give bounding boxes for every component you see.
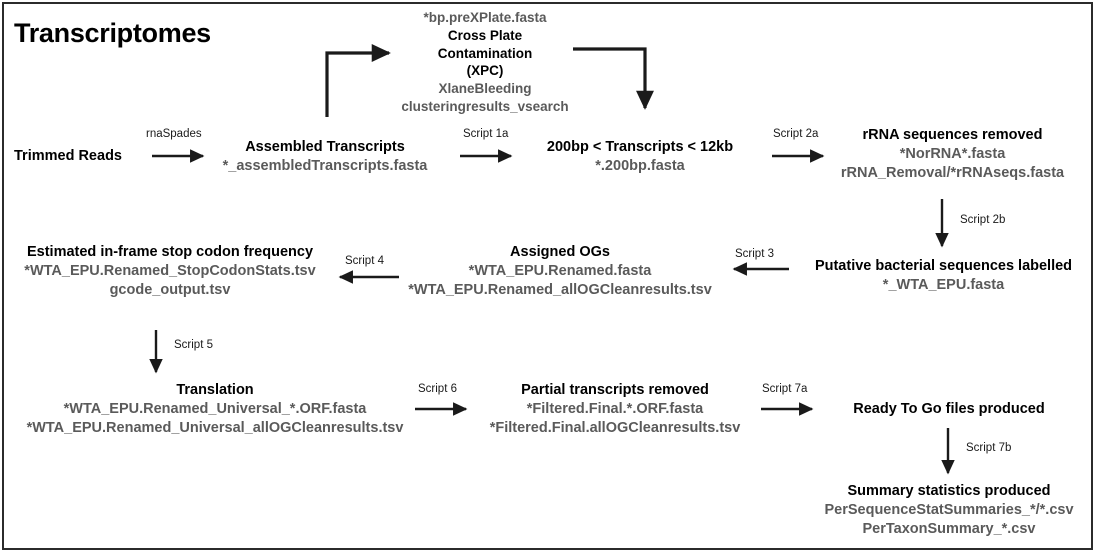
node-assembled-transcripts: Assembled Transcripts *_assembledTranscr… xyxy=(185,138,465,176)
node-heading: Putative bacterial sequences labelled xyxy=(814,258,1073,274)
node-file: *.200bp.fasta xyxy=(595,158,685,175)
node-bacterial-labelled: Putative bacterial sequences labelled *_… xyxy=(796,257,1091,295)
edge-label-script-2a: Script 2a xyxy=(773,128,819,140)
node-file: gcode_output.tsv xyxy=(109,282,231,299)
node-heading: Summary statistics produced xyxy=(847,483,1051,499)
node-heading: Assembled Transcripts xyxy=(245,139,405,155)
node-file: clusteringresults_vsearch xyxy=(401,99,569,115)
node-file: PerSequenceStatSummaries_*/*.csv xyxy=(824,502,1074,519)
node-heading: Ready To Go files produced xyxy=(853,401,1045,417)
edge-label-script-5: Script 5 xyxy=(174,339,213,351)
node-heading-line2: Contamination xyxy=(437,45,533,61)
edge-label-script-7a: Script 7a xyxy=(762,383,808,395)
node-file: *Filtered.Final.allOGCleanresults.tsv xyxy=(489,420,741,437)
node-assigned-ogs: Assigned OGs *WTA_EPU.Renamed.fasta *WTA… xyxy=(400,243,720,300)
node-heading-line1: Cross Plate xyxy=(447,27,523,43)
edge-label-rnaspades: rnaSpades xyxy=(146,128,202,140)
node-stop-codon-frequency: Estimated in-frame stop codon frequency … xyxy=(5,243,335,300)
node-summary-statistics: Summary statistics produced PerSequenceS… xyxy=(800,482,1098,539)
edge-label-script-6: Script 6 xyxy=(418,383,457,395)
node-file: XlaneBleeding xyxy=(438,81,532,97)
node-file: rRNA_Removal/*rRNAseqs.fasta xyxy=(840,165,1065,182)
node-cross-plate-contamination: *bp.preXPlate.fasta Cross Plate Contamin… xyxy=(370,9,600,116)
node-file: *Filtered.Final.*.ORF.fasta xyxy=(526,401,704,418)
edge-label-script-1a: Script 1a xyxy=(463,128,509,140)
node-rrna-removed: rRNA sequences removed *NorRNA*.fasta rR… xyxy=(820,126,1085,183)
node-file: *WTA_EPU.Renamed_allOGCleanresults.tsv xyxy=(408,282,712,299)
edge-label-script-3: Script 3 xyxy=(735,248,774,260)
node-file: *WTA_EPU.Renamed.fasta xyxy=(468,263,652,280)
node-translation: Translation *WTA_EPU.Renamed_Universal_*… xyxy=(0,381,430,438)
node-heading: Assigned OGs xyxy=(510,244,610,260)
node-file: *_assembledTranscripts.fasta xyxy=(222,158,428,175)
node-heading: rRNA sequences removed xyxy=(862,127,1043,143)
node-trimmed-reads: Trimmed Reads xyxy=(0,147,140,166)
node-file: *WTA_EPU.Renamed_StopCodonStats.tsv xyxy=(24,263,316,280)
node-partial-removed: Partial transcripts removed *Filtered.Fi… xyxy=(470,381,760,438)
edge-label-script-2b: Script 2b xyxy=(960,214,1006,226)
node-file: *NorRNA*.fasta xyxy=(899,146,1006,163)
page-title: Transcriptomes xyxy=(14,18,211,48)
node-heading: 200bp < Transcripts < 12kb xyxy=(546,139,734,155)
node-file-top: *bp.preXPlate.fasta xyxy=(423,10,547,25)
edge-label-script-4: Script 4 xyxy=(345,255,384,267)
node-file: *WTA_EPU.Renamed_Universal_allOGCleanres… xyxy=(26,420,404,437)
node-heading: Estimated in-frame stop codon frequency xyxy=(26,244,314,260)
node-size-filter: 200bp < Transcripts < 12kb *.200bp.fasta xyxy=(515,138,765,176)
node-heading-line3: (XPC) xyxy=(466,63,504,79)
node-file: *_WTA_EPU.fasta xyxy=(882,277,1005,294)
node-heading: Translation xyxy=(176,382,254,398)
node-heading: Partial transcripts removed xyxy=(521,382,709,398)
edge-label-script-7b: Script 7b xyxy=(966,442,1012,454)
node-file: PerTaxonSummary_*.csv xyxy=(862,521,1036,538)
diagram-border xyxy=(2,2,1093,550)
node-ready-to-go: Ready To Go files produced xyxy=(820,400,1078,419)
node-heading: Trimmed Reads xyxy=(14,148,122,164)
node-file: *WTA_EPU.Renamed_Universal_*.ORF.fasta xyxy=(63,401,367,418)
